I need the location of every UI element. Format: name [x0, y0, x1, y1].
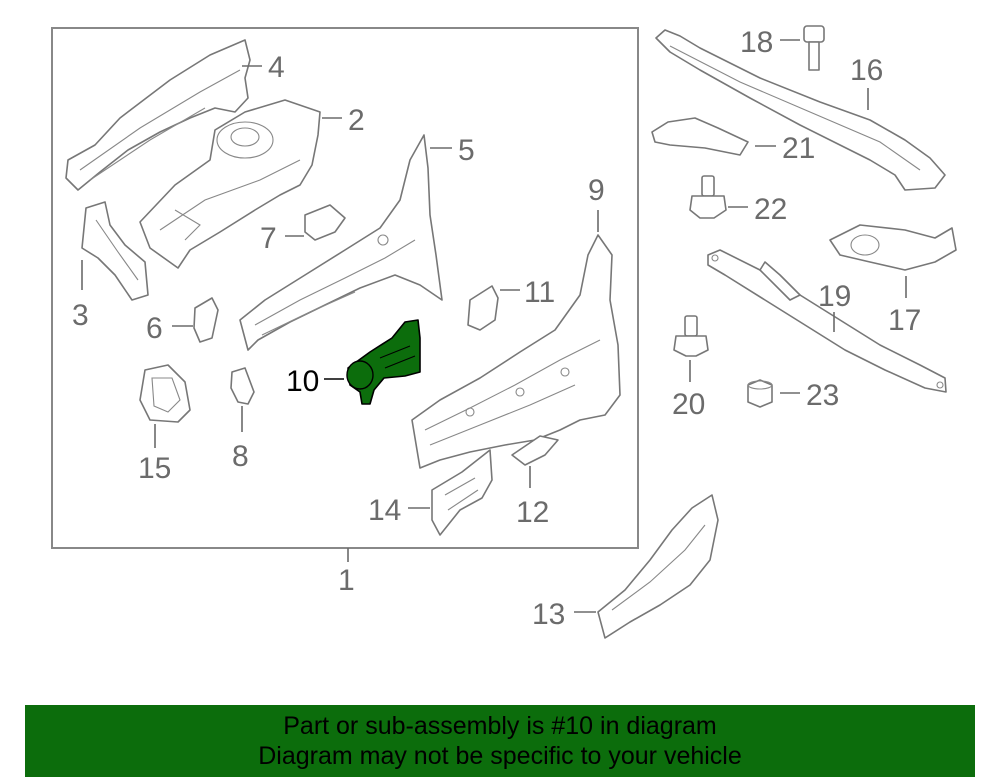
- part-10-highlighted: [324, 319, 421, 405]
- callout-16: 16: [850, 54, 883, 87]
- callout-20: 20: [672, 388, 705, 421]
- part-21: [651, 117, 776, 156]
- part-7: [285, 204, 346, 241]
- banner-line-2: Diagram may not be specific to your vehi…: [258, 742, 742, 770]
- callout-5: 5: [458, 134, 475, 167]
- assembly-frame: [51, 27, 639, 549]
- part-11: [467, 285, 520, 331]
- banner-line-1: Part or sub-assembly is #10 in diagram: [283, 712, 717, 740]
- callout-23: 23: [806, 379, 839, 412]
- callout-7: 7: [260, 222, 277, 255]
- part-13: [574, 494, 719, 639]
- callout-15: 15: [138, 452, 171, 485]
- callout-22: 22: [754, 193, 787, 226]
- part-5: [239, 134, 452, 351]
- part-8: [230, 367, 255, 432]
- part-6: [172, 297, 219, 343]
- callout-19: 19: [818, 280, 851, 313]
- callout-14: 14: [368, 494, 401, 527]
- callout-17: 17: [888, 304, 921, 337]
- callout-18: 18: [740, 26, 773, 59]
- callout-12: 12: [516, 496, 549, 529]
- part-16: [655, 29, 946, 191]
- part-4: [65, 39, 262, 191]
- callout-13: 13: [532, 598, 565, 631]
- part-14: [408, 449, 493, 536]
- callout-1: 1: [338, 564, 355, 597]
- callout-21: 21: [782, 132, 815, 165]
- callout-11: 11: [524, 276, 555, 309]
- callout-3: 3: [72, 299, 89, 332]
- callout-4: 4: [268, 51, 285, 84]
- part-15: [139, 364, 191, 448]
- part-2: [139, 99, 342, 269]
- part-19: [707, 249, 947, 393]
- part-9: [411, 210, 621, 469]
- callout-9: 9: [588, 174, 605, 207]
- callout-8: 8: [232, 440, 249, 473]
- callout-2: 2: [348, 104, 365, 137]
- callout-10: 10: [286, 365, 319, 398]
- info-banner: Part or sub-assembly is #10 in diagram D…: [25, 705, 975, 777]
- part-17: [829, 224, 957, 298]
- part-12: [511, 435, 559, 488]
- part-3: [81, 201, 149, 301]
- part-18: [780, 25, 825, 71]
- part-20: [673, 315, 709, 382]
- callout-6: 6: [146, 312, 163, 345]
- part-22: [689, 175, 748, 219]
- part-23: [747, 379, 800, 408]
- parts-diagram: 1 4 2 3 5 7 6: [51, 25, 957, 639]
